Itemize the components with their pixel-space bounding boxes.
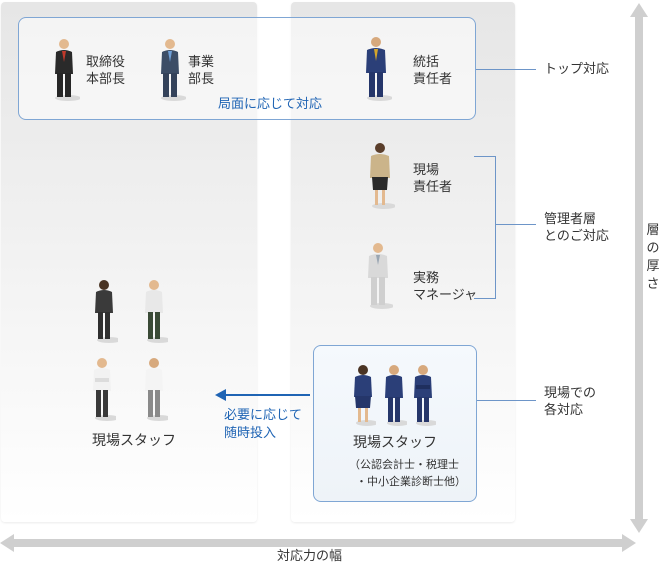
site-response-label: 現場での 各対応: [544, 386, 597, 418]
depth-axis-label: 層 の 厚 さ: [645, 222, 661, 294]
left-staff-woman-figure-icon: [95, 280, 118, 343]
staff-woman-figure-icon: [354, 365, 376, 426]
exec-director-figure-icon: [55, 39, 80, 101]
left-staff-label: 現場スタッフ: [92, 433, 176, 449]
top-response-label: トップ対応: [544, 62, 610, 77]
general-manager-figure-icon: [366, 37, 392, 101]
exec-director-label: 取締役 本部長: [86, 55, 126, 87]
staff-man-arms-crossed-figure-icon: [414, 365, 436, 426]
division-head-figure-icon: [161, 39, 186, 101]
depth-char-2: の: [646, 241, 660, 256]
manager-bracket-top: [474, 156, 496, 157]
site-manager-label: 現場 責任者: [413, 163, 453, 195]
site-staff-detail-line2: ・中小企業診断士他）: [356, 475, 466, 488]
site-staff-title: 現場スタッフ: [353, 435, 437, 451]
deploy-note-line2: 随時投入: [224, 426, 277, 441]
width-axis-arrow-icon: [0, 534, 636, 552]
depth-char-4: さ: [646, 277, 660, 292]
general-manager-label: 統括 責任者: [413, 55, 453, 87]
practical-manager-label: 実務 マネージャ: [413, 271, 478, 303]
depth-axis-arrow-icon: [630, 3, 648, 533]
top-management-box: [18, 17, 476, 120]
division-head-label: 事業 部長: [188, 55, 215, 87]
site-manager-figure-icon: [370, 143, 395, 209]
left-staff-man1-figure-icon: [145, 280, 168, 343]
top-connector-line: [476, 69, 536, 70]
deploy-arrow-icon: [215, 389, 310, 401]
depth-char-3: 厚: [646, 259, 660, 274]
manager-connector-line: [496, 224, 536, 225]
left-staff-man2-figure-icon: [93, 358, 116, 421]
site-staff-detail-line1: （公認会計士・税理士: [349, 458, 459, 471]
manager-bracket-vertical: [495, 156, 496, 299]
manager-bracket-bottom: [474, 298, 496, 299]
depth-char-1: 層: [646, 223, 660, 238]
width-axis-label: 対応力の幅: [277, 549, 343, 564]
site-connector-line: [477, 400, 536, 401]
situational-response-note: 局面に応じて対応: [218, 97, 323, 112]
manager-response-label: 管理者層 とのご対応: [544, 212, 609, 244]
deploy-note-line1: 必要に応じて: [224, 408, 303, 423]
left-staff-man3-figure-icon: [145, 358, 168, 421]
staff-man-figure-icon: [385, 365, 407, 426]
practical-manager-figure-icon: [368, 243, 393, 309]
